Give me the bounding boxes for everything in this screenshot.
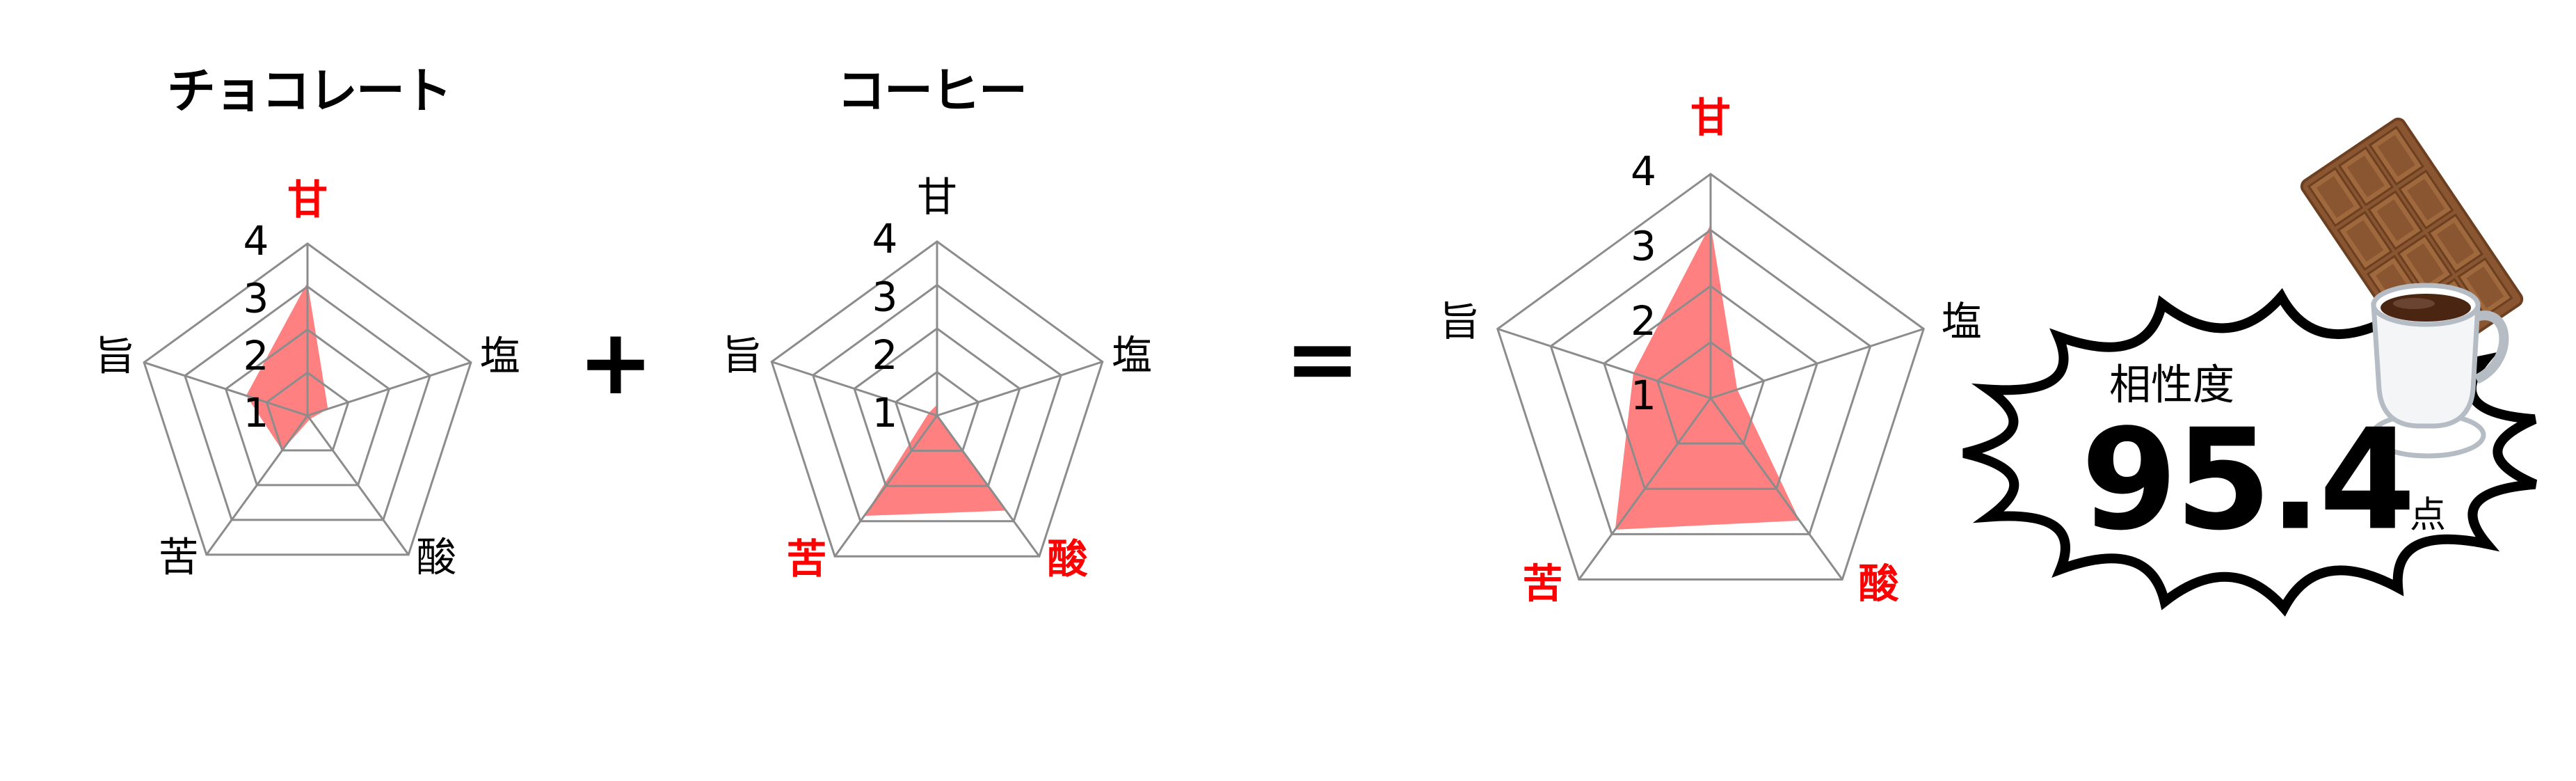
tick-label: 2 <box>243 332 269 379</box>
tick-label: 1 <box>1631 372 1656 419</box>
axis-label: 苦 <box>1522 560 1562 608</box>
axis-spoke <box>306 415 410 555</box>
data-area <box>864 404 1007 516</box>
tick-label: 2 <box>872 331 898 379</box>
grid-ring <box>184 285 431 521</box>
compatibility-score: 95.4 <box>2081 399 2415 562</box>
grid-ring <box>853 327 1021 487</box>
axis-label: 甘 <box>1690 94 1731 141</box>
axis-spoke <box>205 415 309 555</box>
axis-label: 旨 <box>1439 298 1480 345</box>
tick-label: 4 <box>243 217 269 265</box>
chocolate-title: チョコレート <box>167 62 452 120</box>
grid-ring <box>1603 285 1818 490</box>
axis-label: 苦 <box>786 535 826 583</box>
axis-label: 甘 <box>917 173 957 221</box>
axis-spoke <box>143 361 308 417</box>
tick-label: 3 <box>243 274 269 322</box>
axis-label: 酸 <box>416 534 456 581</box>
grid-ring <box>811 283 1063 523</box>
axis-spoke <box>936 415 1041 558</box>
axis-label: 旨 <box>722 332 762 379</box>
axis-spoke <box>307 361 472 417</box>
axis-label: 塩 <box>1942 298 1982 345</box>
axis-spoke <box>936 361 1103 417</box>
axis-label: 酸 <box>1858 560 1899 608</box>
equals-sign: = <box>1284 306 1361 411</box>
axis-spoke <box>1497 328 1711 400</box>
grid-ring <box>143 242 472 556</box>
coffee-title: コーヒー <box>837 62 1027 120</box>
tick-label: 1 <box>243 389 269 436</box>
axis-label: 旨 <box>95 333 135 380</box>
grid-ring <box>770 240 1104 558</box>
grid-ring <box>265 371 350 452</box>
axis-label: 苦 <box>159 534 199 581</box>
axis-spoke <box>833 415 938 558</box>
axis-label: 甘 <box>287 176 328 223</box>
axis-label: 塩 <box>480 333 520 380</box>
grid-ring <box>1656 340 1766 445</box>
plus-sign: + <box>577 309 654 415</box>
axis-spoke <box>1710 328 1924 400</box>
axis-spoke <box>1578 397 1712 581</box>
tick-label: 1 <box>872 389 898 436</box>
tick-label: 3 <box>872 273 898 320</box>
tick-label: 3 <box>1631 222 1656 269</box>
axis-label: 塩 <box>1112 332 1152 379</box>
grid-ring <box>894 370 980 452</box>
score-unit: 点 <box>2409 494 2447 537</box>
axis-spoke <box>771 361 938 417</box>
data-area <box>1615 224 1800 530</box>
coffee-cup-icon <box>2369 283 2509 459</box>
tick-label: 4 <box>872 215 898 262</box>
grid-ring <box>1496 173 1926 581</box>
grid-ring <box>224 328 391 487</box>
tick-label: 2 <box>1631 297 1656 345</box>
grid-ring <box>1549 228 1872 535</box>
tick-label: 4 <box>1631 148 1656 195</box>
axis-label: 酸 <box>1047 535 1088 583</box>
axis-spoke <box>1709 397 1843 581</box>
compatibility-label: 相性度 <box>2109 361 2234 410</box>
